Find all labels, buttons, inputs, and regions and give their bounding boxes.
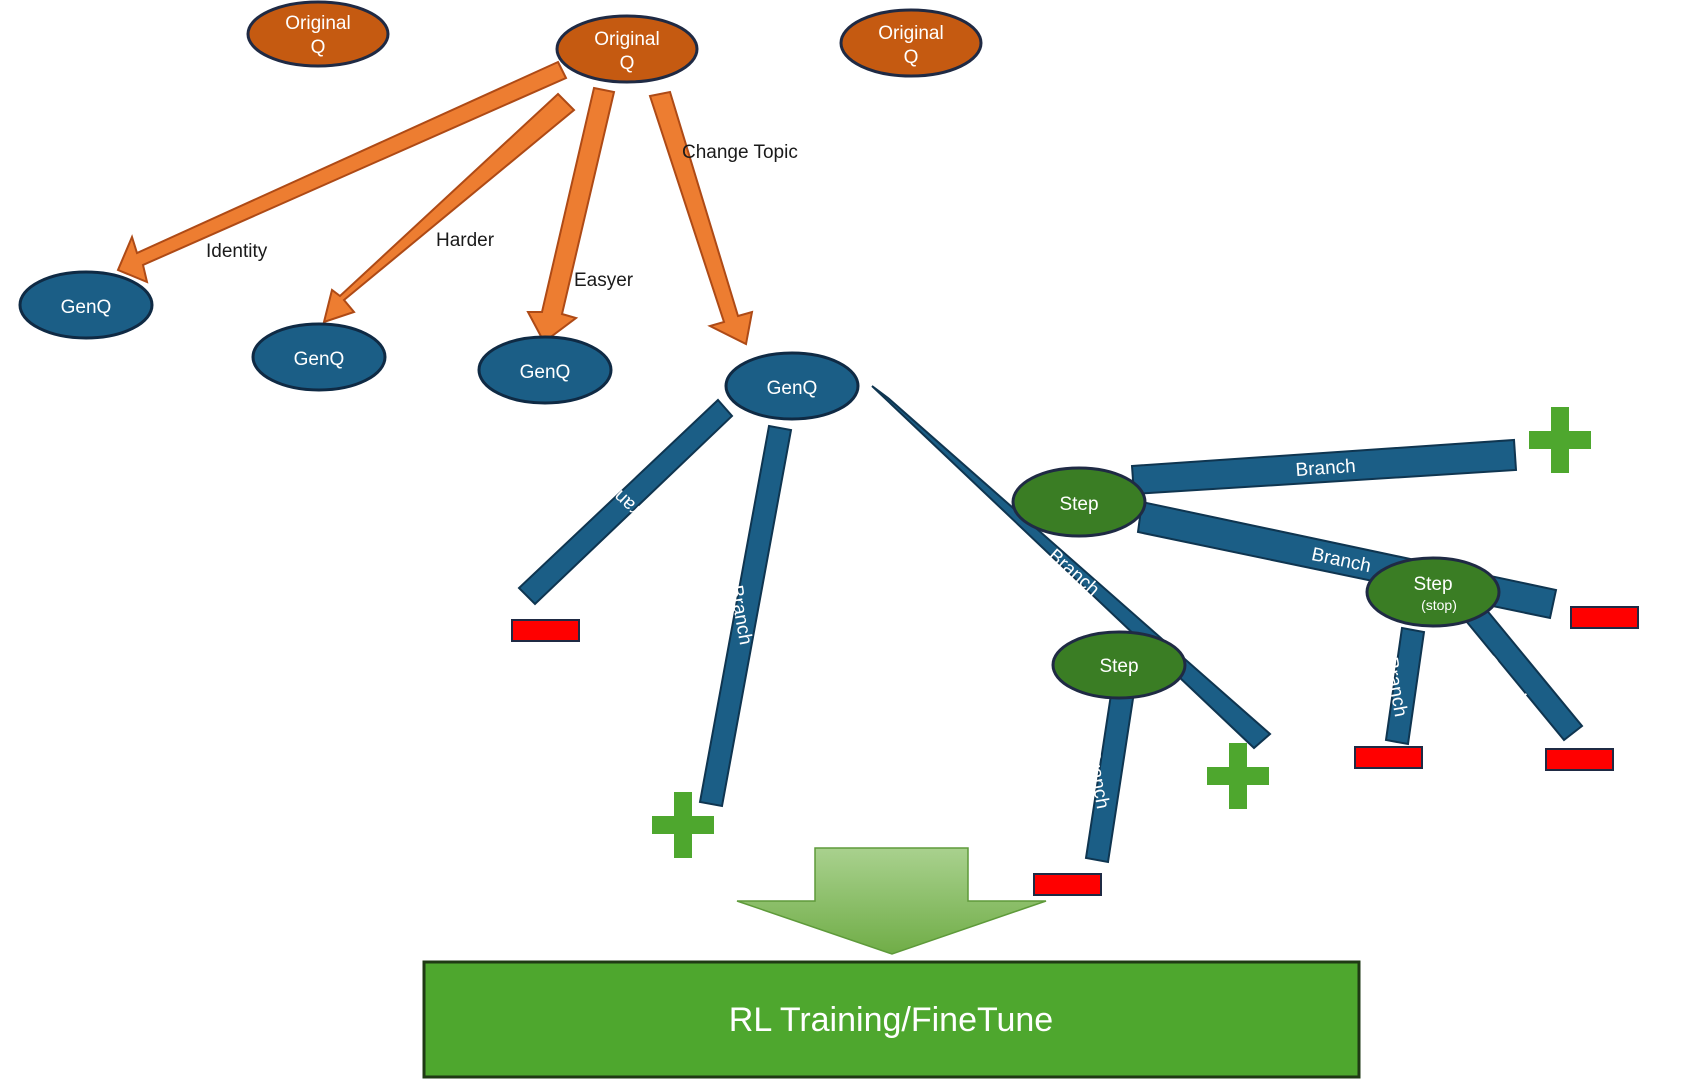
- minus-icon: [1033, 873, 1102, 896]
- genq-node-4: GenQ: [724, 351, 860, 421]
- plus-icon: [1529, 407, 1591, 473]
- branch-label-d: Branch: [1295, 456, 1357, 481]
- change-topic-arrow: [648, 90, 754, 346]
- step-node-2: Step: [1051, 630, 1187, 700]
- original-node-right: Original Q: [839, 8, 983, 78]
- genq-node-1: GenQ: [18, 270, 154, 340]
- step-node-2-label: Step: [1099, 656, 1138, 677]
- edge-label-change-topic: Change Topic: [682, 142, 798, 163]
- step-node-3: Step (stop): [1365, 556, 1501, 628]
- genq-node-1-label: GenQ: [61, 297, 112, 318]
- original-node-right-line2: Q: [904, 47, 919, 68]
- genq-node-2-label: GenQ: [294, 349, 345, 370]
- branch-bar-b: [698, 424, 793, 808]
- plus-icon: [652, 792, 714, 858]
- genq-node-3: GenQ: [477, 335, 613, 405]
- original-node-left: Original Q: [246, 0, 390, 68]
- branch-bar-g: [1384, 626, 1426, 746]
- genq-node-4-label: GenQ: [767, 378, 818, 399]
- genq-node-3-label: GenQ: [520, 362, 571, 383]
- branch-bar-h: [1460, 600, 1584, 742]
- genq-node-2: GenQ: [251, 322, 387, 392]
- edge-label-harder: Harder: [436, 230, 495, 251]
- minus-icon: [1570, 606, 1639, 629]
- transform-arrows: [116, 60, 754, 346]
- edge-label-identity: Identity: [206, 241, 268, 262]
- branch-label-c: Branch: [1044, 545, 1103, 600]
- easyer-arrow: [526, 86, 616, 344]
- minus-icon: [1354, 746, 1423, 769]
- step-node-1-label: Step: [1059, 494, 1098, 515]
- original-node-center: Original Q: [555, 14, 699, 84]
- step-node-1: Step: [1011, 466, 1147, 538]
- branch-bar-a: [517, 398, 734, 606]
- rl-training-box: RL Training/FineTune: [422, 960, 1361, 1079]
- plus-icon: [1207, 743, 1269, 809]
- original-node-center-line2: Q: [620, 53, 635, 74]
- minus-icon: [1545, 748, 1614, 771]
- original-node-left-line2: Q: [311, 37, 326, 58]
- step-node-3-label: Step: [1413, 574, 1452, 595]
- edge-label-easyer: Easyer: [574, 270, 634, 291]
- step-node-3-sublabel: (stop): [1421, 597, 1457, 613]
- original-node-center-line1: Original: [594, 29, 659, 50]
- minus-icon: [511, 619, 580, 642]
- rl-training-label: RL Training/FineTune: [729, 1001, 1053, 1039]
- original-node-left-line1: Original: [285, 13, 350, 34]
- harder-arrow: [322, 92, 576, 324]
- identity-arrow: [116, 60, 568, 284]
- down-arrow: [736, 847, 1047, 955]
- original-node-right-line1: Original: [878, 23, 943, 44]
